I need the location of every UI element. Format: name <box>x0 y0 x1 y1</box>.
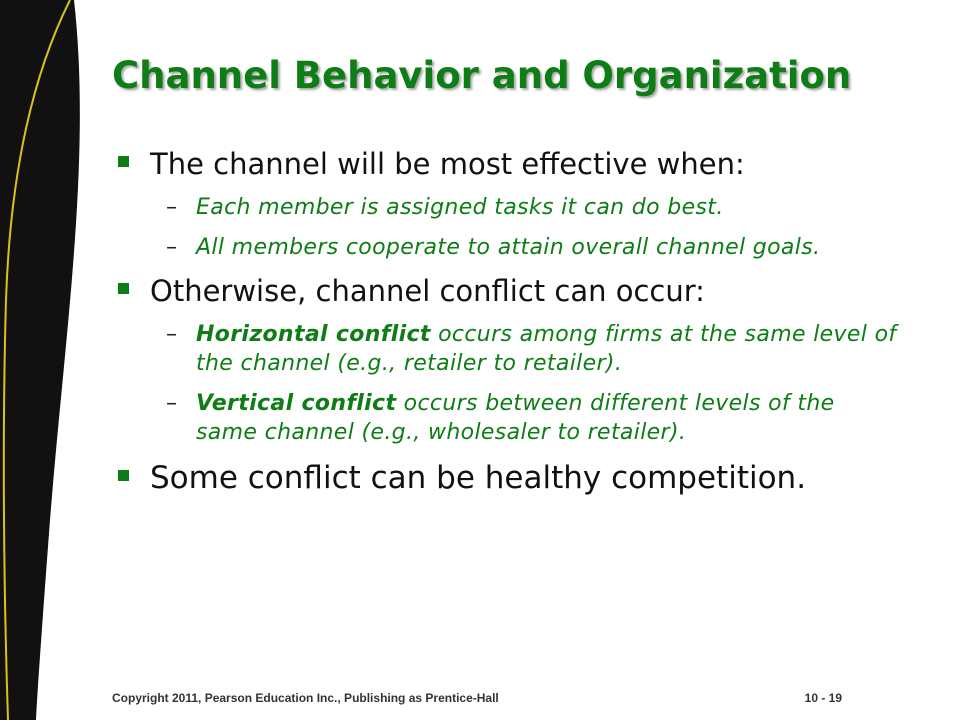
bullet-item: The channel will be most effective when: <box>112 146 902 183</box>
term-vertical-conflict: Vertical conflict <box>196 391 397 416</box>
sub-bullet-text: occurs among firms at the same level of … <box>196 322 897 376</box>
square-bullet-icon <box>118 470 129 481</box>
sub-bullet-text: occurs between different levels of the s… <box>196 391 835 445</box>
sub-bullet-item: – Each member is assigned tasks it can d… <box>112 193 902 222</box>
slide-body: The channel will be most effective when:… <box>112 146 902 508</box>
sub-bullet-text: Each member is assigned tasks it can do … <box>196 195 724 220</box>
term-horizontal-conflict: Horizontal conflict <box>196 322 431 347</box>
sub-bullet-item: – Horizontal conflict occurs among firms… <box>112 320 902 378</box>
copyright-text: Copyright 2011, Pearson Education Inc., … <box>112 691 499 705</box>
square-bullet-icon <box>118 283 129 294</box>
road-stripe <box>2 0 71 720</box>
bullet-text: Otherwise, channel conflict can occur: <box>150 274 705 308</box>
sub-bullet-text: All members cooperate to attain overall … <box>196 235 821 260</box>
bullet-text: The channel will be most effective when: <box>150 147 745 181</box>
dash-bullet-icon: – <box>166 235 178 260</box>
sub-bullet-item: – Vertical conflict occurs between diffe… <box>112 389 902 447</box>
dash-bullet-icon: – <box>166 391 178 416</box>
dash-bullet-icon: – <box>166 195 178 220</box>
bullet-item: Otherwise, channel conflict can occur: <box>112 273 902 310</box>
slide-footer: Copyright 2011, Pearson Education Inc., … <box>112 691 842 705</box>
road-asphalt <box>0 0 80 720</box>
square-bullet-icon <box>118 156 129 167</box>
bullet-text: Some conflict can be healthy competition… <box>150 460 807 496</box>
page-number: 10 - 19 <box>804 691 842 705</box>
bullet-item: Some conflict can be healthy competition… <box>112 458 902 498</box>
slide-title: Channel Behavior and Organization <box>112 54 852 97</box>
sub-bullet-item: – All members cooperate to attain overal… <box>112 233 902 262</box>
dash-bullet-icon: – <box>166 322 178 347</box>
